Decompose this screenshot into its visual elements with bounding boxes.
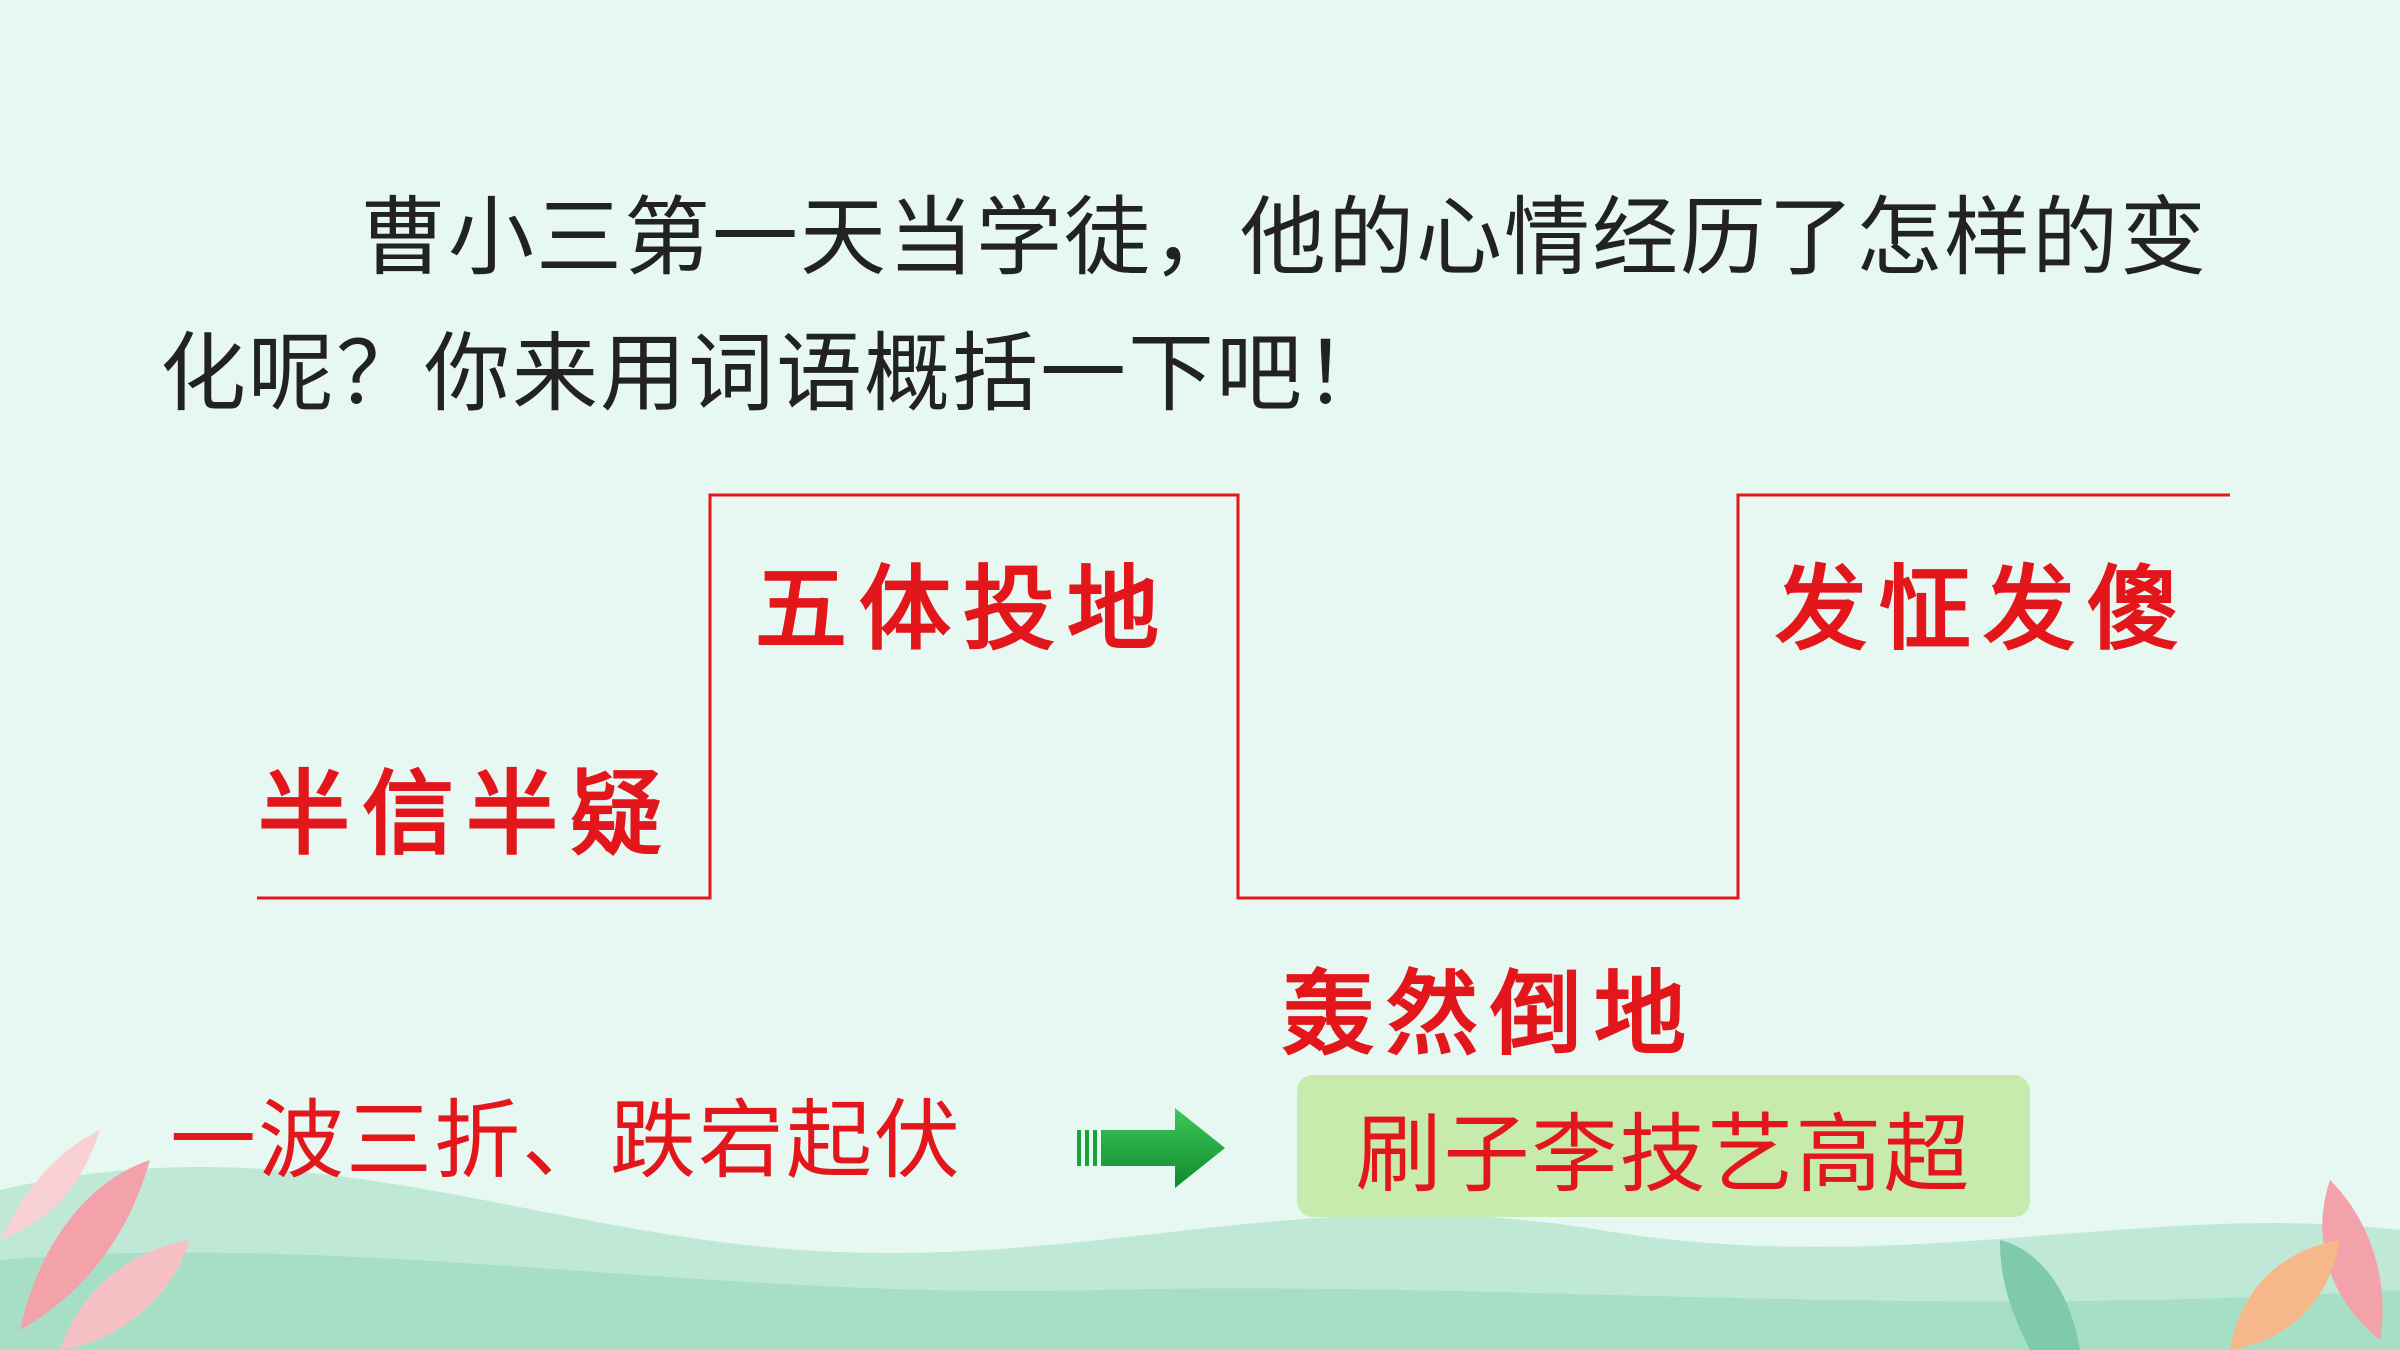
mood-word-2: 五体投地 bbox=[755, 555, 1172, 663]
question-text: 曹小三第一天当学徒，他的心情经历了怎样的变化呢？你来用词语概括一下吧！ bbox=[160, 188, 2208, 424]
leaf-cluster-left-icon bbox=[0, 1130, 190, 1350]
mood-word-1: 半信半疑 bbox=[258, 760, 675, 868]
leaf-cluster-right-icon bbox=[2000, 1180, 2383, 1350]
right-arrow-icon bbox=[1077, 1108, 1225, 1188]
conclusion-text: 刷子李技艺高超 bbox=[1355, 1104, 1972, 1205]
summary-text: 一波三折、跌宕起伏 bbox=[170, 1091, 962, 1191]
mood-word-4: 发怔发傻 bbox=[1775, 555, 2192, 663]
conclusion-box: 刷子李技艺高超 bbox=[1297, 1075, 2030, 1217]
mood-word-3: 轰然倒地 bbox=[1282, 960, 1699, 1068]
